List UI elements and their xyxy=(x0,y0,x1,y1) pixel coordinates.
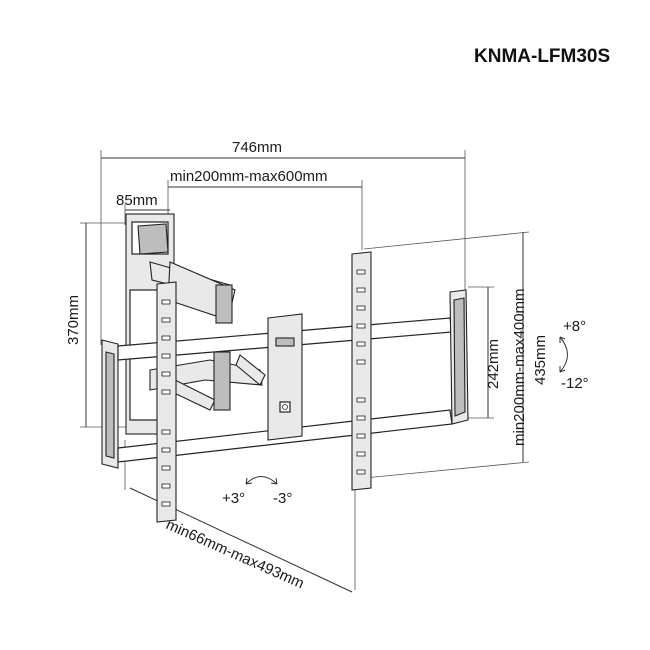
dimension-vesa-vertical-label: min200mm-max400mm xyxy=(511,288,528,446)
dimension-hole-spacing: 242mm xyxy=(468,286,502,419)
swivel-left-label: +3° xyxy=(222,490,245,507)
tilt-indicator: +8° -12° xyxy=(559,318,589,392)
dimension-extension-label: min66mm-max493mm xyxy=(163,516,306,592)
dimension-vesa-vertical: min200mm-max400mm xyxy=(363,231,530,479)
left-end-cap xyxy=(101,339,119,469)
swivel-right-label: -3° xyxy=(273,490,292,507)
tilt-down-label: -12° xyxy=(561,375,589,392)
swivel-indicator: +3° -3° xyxy=(222,476,292,507)
dimension-vesa-horizontal-label: min200mm-max600mm xyxy=(170,168,328,185)
model-title: KNMA-LFM30S xyxy=(474,46,610,67)
right-end-cap xyxy=(449,289,469,425)
dimension-hole-spacing-label: 242mm xyxy=(485,339,502,389)
dimension-bracket-height: 435mm xyxy=(532,335,549,385)
dimension-total-width: 746mm xyxy=(100,139,466,345)
center-tilt-head xyxy=(267,313,303,441)
dimension-vesa-horizontal: min200mm-max600mm xyxy=(167,168,363,260)
left-vertical-bracket xyxy=(156,281,177,523)
right-vertical-bracket xyxy=(351,251,372,491)
dimension-wall-plate-depth: 85mm xyxy=(116,192,170,225)
swing-arms xyxy=(149,261,266,411)
dimension-total-width-label: 746mm xyxy=(232,139,282,156)
dimension-wall-plate-depth-label: 85mm xyxy=(116,192,158,209)
dimension-wall-plate-height-label: 370mm xyxy=(65,295,82,345)
dimension-bracket-height-label: 435mm xyxy=(532,335,549,385)
tilt-up-label: +8° xyxy=(563,318,586,335)
